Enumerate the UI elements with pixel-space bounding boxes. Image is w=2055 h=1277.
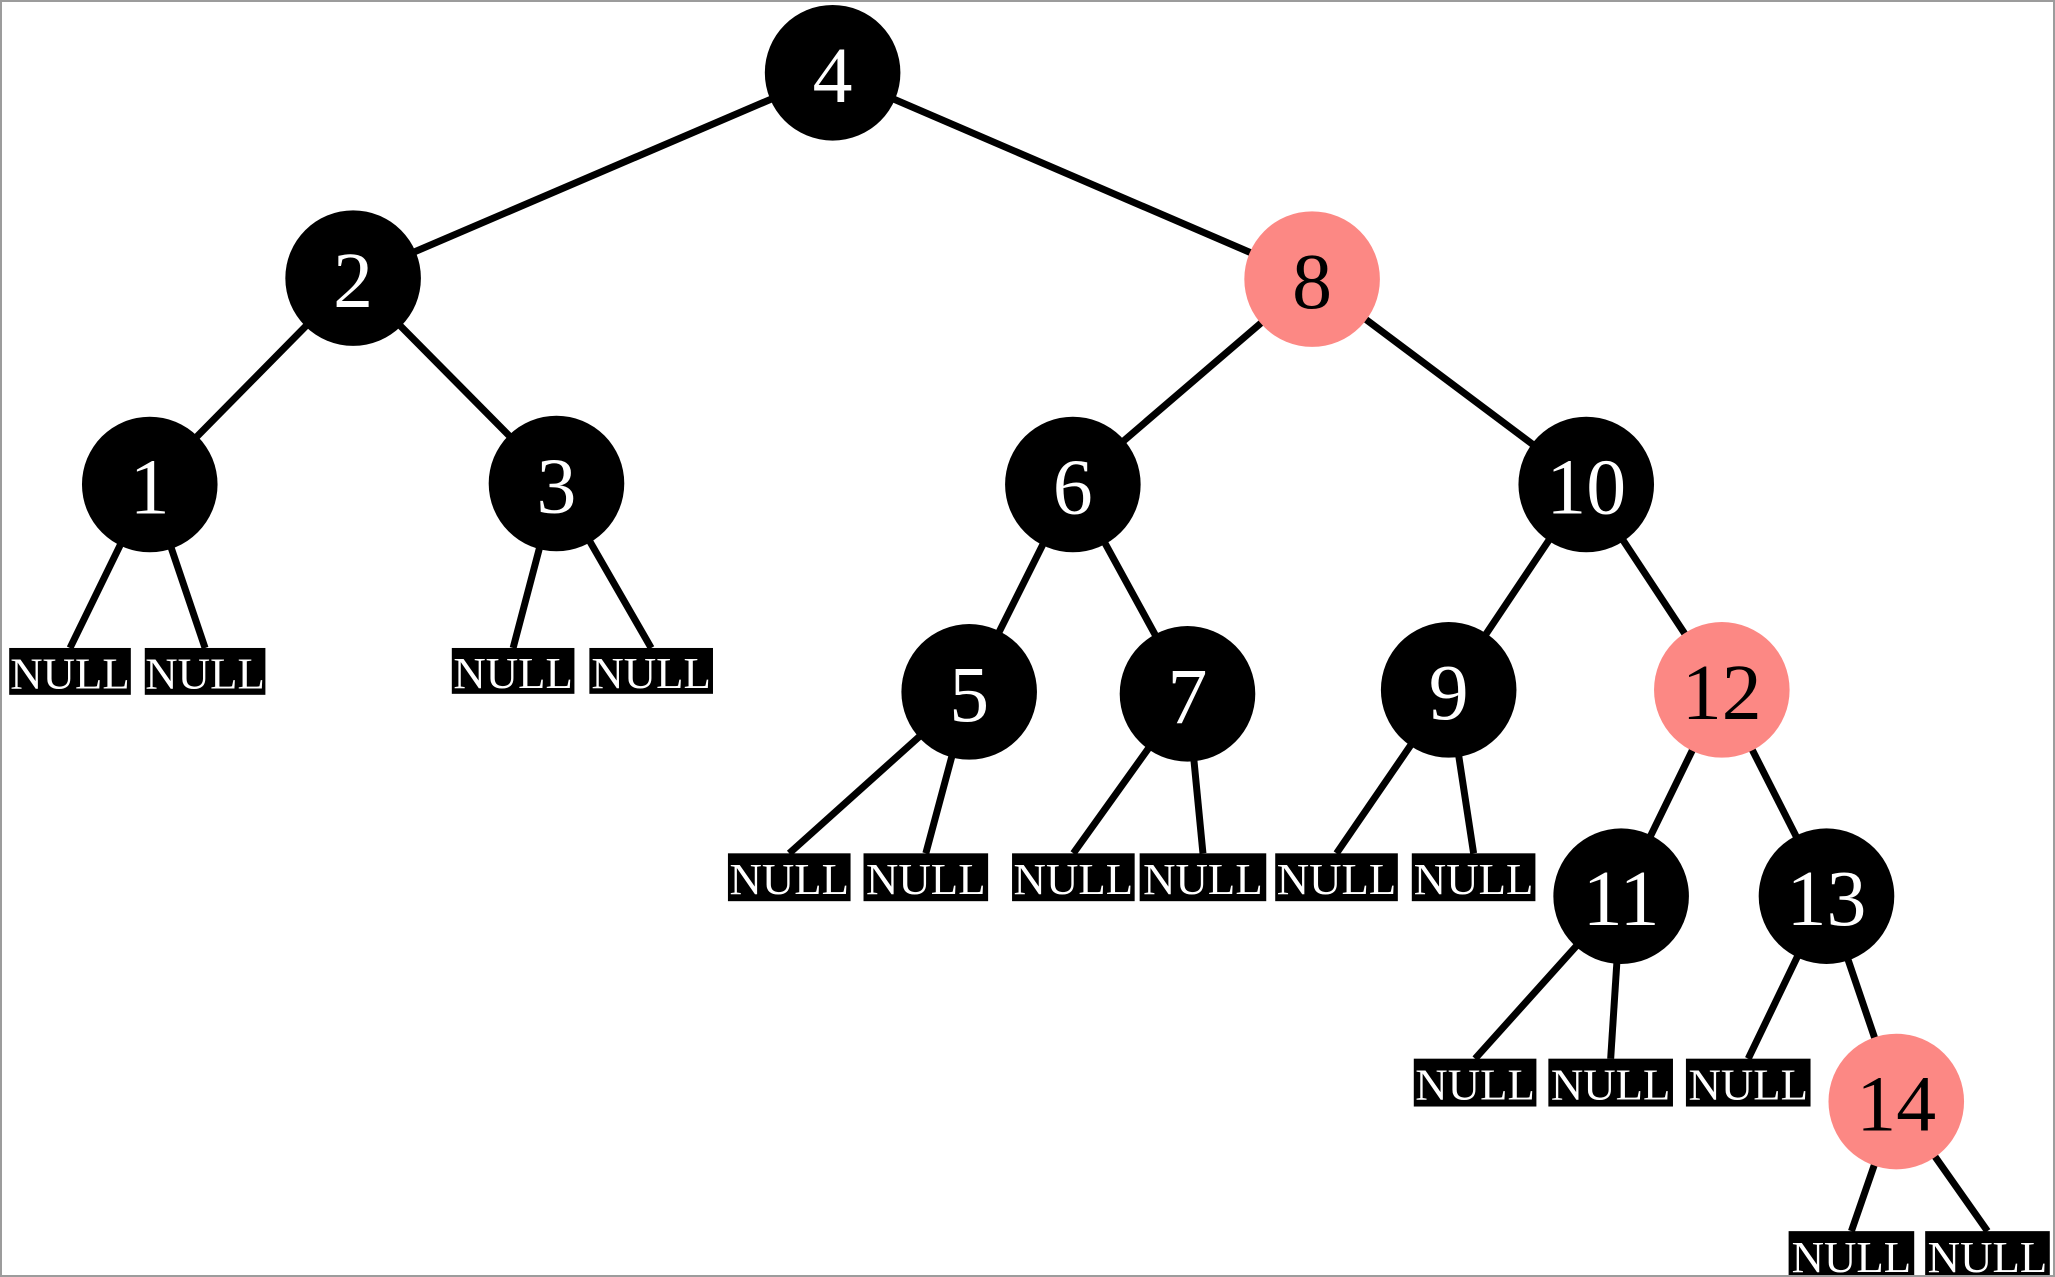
tree-node-label-1: 1 [130,443,170,531]
tree-node-2 [285,210,421,346]
null-leaf-box [144,647,266,695]
null-leaf-box [589,647,713,694]
tree-node-12 [1654,622,1790,758]
null-leaf-label: NULL [1688,1060,1808,1110]
tree-node-9 [1380,622,1517,758]
null-leaf-box [1139,853,1267,902]
null-leaf-label: NULL [866,854,986,904]
null-leaf-label: NULL [729,854,849,904]
null-leaf-label: NULL [1277,854,1397,904]
tree-node-label-5: 5 [949,651,989,739]
null-leaf-box [1548,1058,1673,1107]
tree-node-label-7: 7 [1168,653,1208,741]
tree-node-4 [764,4,901,141]
tree-node-label-13: 13 [1787,855,1867,943]
null-leaf-box [1685,1058,1811,1107]
tree-node-label-14: 14 [1856,1061,1936,1149]
null-leaf-label: NULL [1928,1232,2048,1275]
tree-node-5 [901,624,1037,760]
null-leaf-box [1413,1058,1537,1107]
tree-node-11 [1553,828,1689,964]
null-leaf-box [1411,853,1536,902]
null-leaf-label: NULL [1551,1060,1671,1110]
null-leaf-box [1275,853,1398,902]
null-leaf-box [1925,1231,2050,1275]
null-leaf-label: NULL [1143,854,1263,904]
null-leaf-box [863,853,989,902]
tree-node-13 [1758,828,1895,964]
tree-node-label-11: 11 [1583,855,1660,943]
null-leaf-box [727,853,851,902]
tree-node-8 [1244,211,1380,347]
tree-node-6 [1005,416,1141,553]
null-leaf-label: NULL [1014,854,1134,904]
null-leaf-label: NULL [1415,1060,1535,1110]
tree-edge-4-8 [831,69,1314,283]
tree-node-label-2: 2 [333,237,373,325]
tree-node-3 [488,415,625,552]
null-leaf-label: NULL [1792,1232,1912,1275]
tree-node-label-10: 10 [1546,443,1626,531]
null-leaf-box [9,647,131,695]
null-leaf-label: NULL [10,648,130,698]
null-leaf-label: NULL [453,648,573,698]
tree-node-14 [1828,1033,1965,1170]
tree-node-label-4: 4 [813,32,853,120]
tree-node-10 [1518,416,1655,553]
null-leaf-label: NULL [1414,854,1534,904]
tree-node-label-9: 9 [1429,649,1469,737]
null-leaf-label: NULL [591,648,711,698]
tree-node-7 [1119,626,1256,762]
null-leaf-box [451,647,575,694]
null-leaf-label: NULL [145,648,265,698]
null-leaf-box [1012,853,1135,902]
tree-node-label-12: 12 [1682,649,1762,737]
null-leaf-box [1788,1231,1915,1275]
tree-node-1 [81,416,218,553]
tree-node-label-3: 3 [537,442,577,530]
tree-node-label-8: 8 [1292,238,1332,326]
tree-node-label-6: 6 [1053,443,1093,531]
tree-edge-4-2 [351,69,834,282]
